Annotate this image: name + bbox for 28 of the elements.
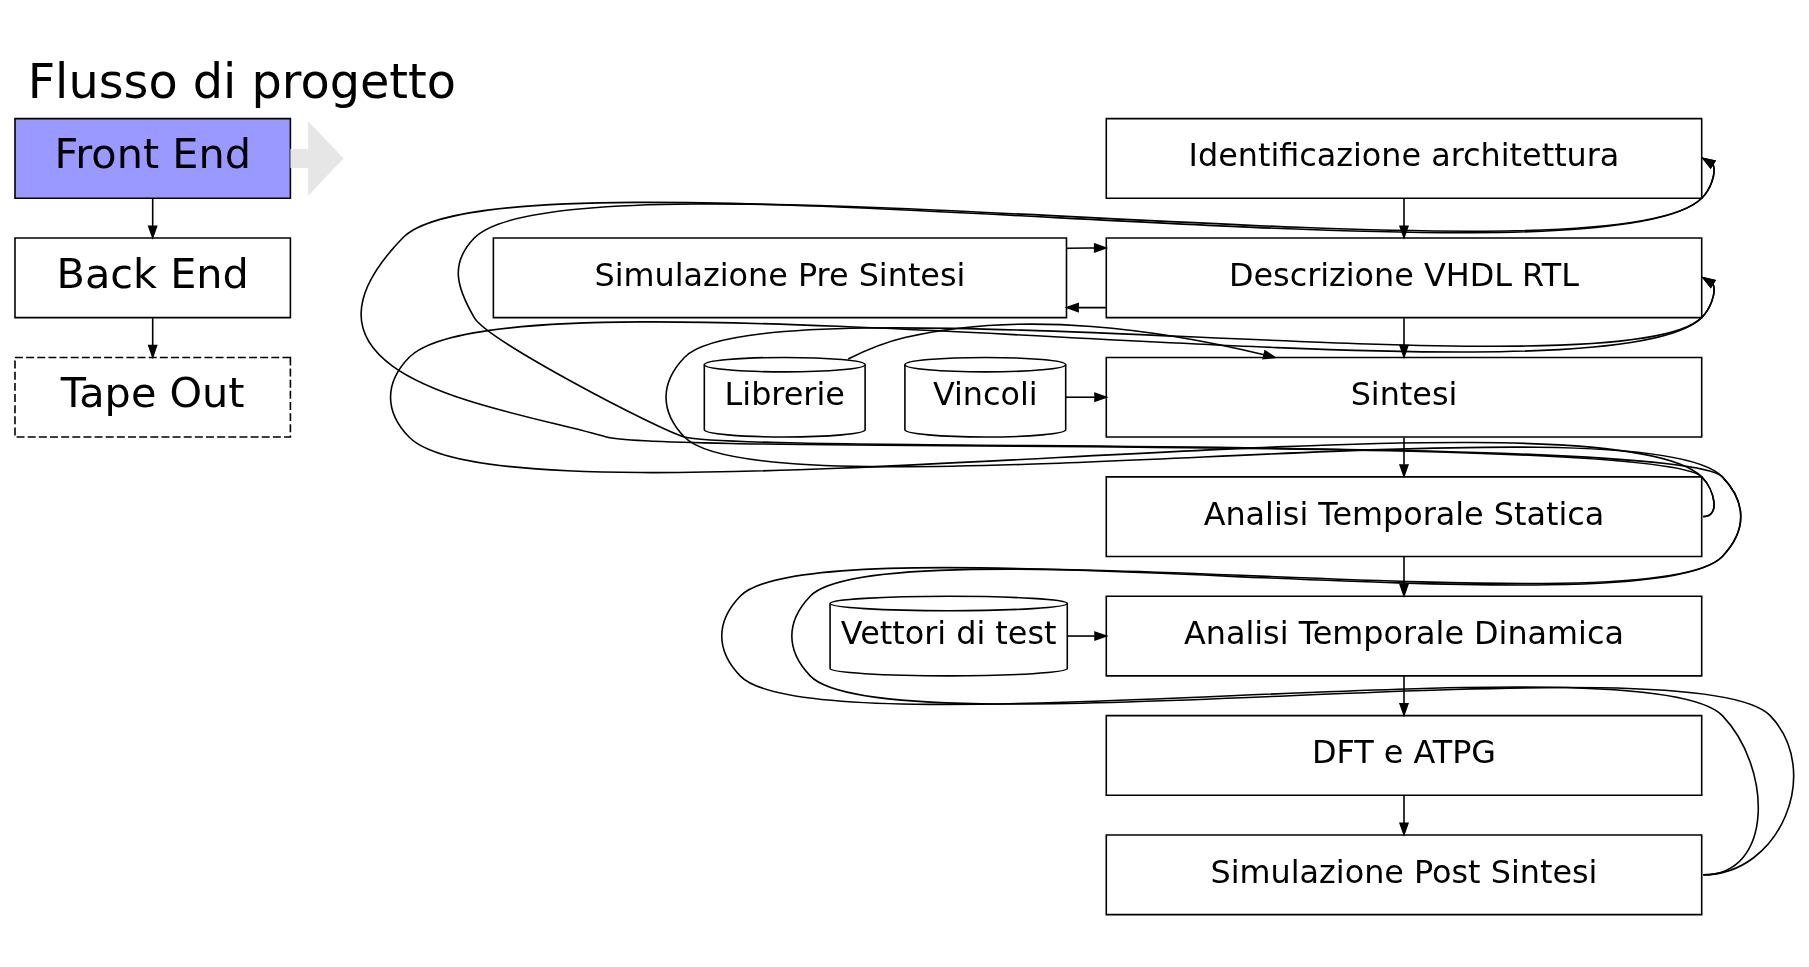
arrow (361, 156, 1717, 517)
node-box: Back End (14, 236, 292, 318)
arrow (290, 120, 344, 196)
arrow (1066, 242, 1109, 253)
diagram-title: Flusso di progetto (27, 53, 457, 109)
node-box: Front End (14, 117, 292, 199)
node-box: Descrizione VHDL RTL (1105, 236, 1703, 318)
arrow (389, 276, 1717, 517)
node-box: Identificazione architettura (1105, 117, 1703, 199)
node-box: Simulazione Post Sintesi (1105, 833, 1703, 915)
arrow (1398, 555, 1409, 598)
node-box: Sintesi (1105, 356, 1703, 438)
arrow (665, 276, 1759, 876)
arrow (1066, 630, 1109, 641)
arrow (1398, 436, 1409, 479)
node-box: DFT e ATPG (1105, 714, 1703, 796)
node-box: Tape Out (14, 356, 292, 438)
arrow (1398, 794, 1409, 837)
arrow (1065, 391, 1109, 402)
node-box: Simulazione Pre Sintesi (492, 236, 1068, 318)
arrow (457, 156, 1795, 876)
arrow (147, 316, 158, 359)
arrow (1064, 302, 1107, 313)
node-box: Analisi Temporale Dinamica (1105, 594, 1703, 677)
arrow (1398, 675, 1409, 717)
arrow (147, 197, 158, 240)
node-box: Analisi Temporale Statica (1105, 475, 1703, 557)
arrow (847, 322, 1278, 360)
